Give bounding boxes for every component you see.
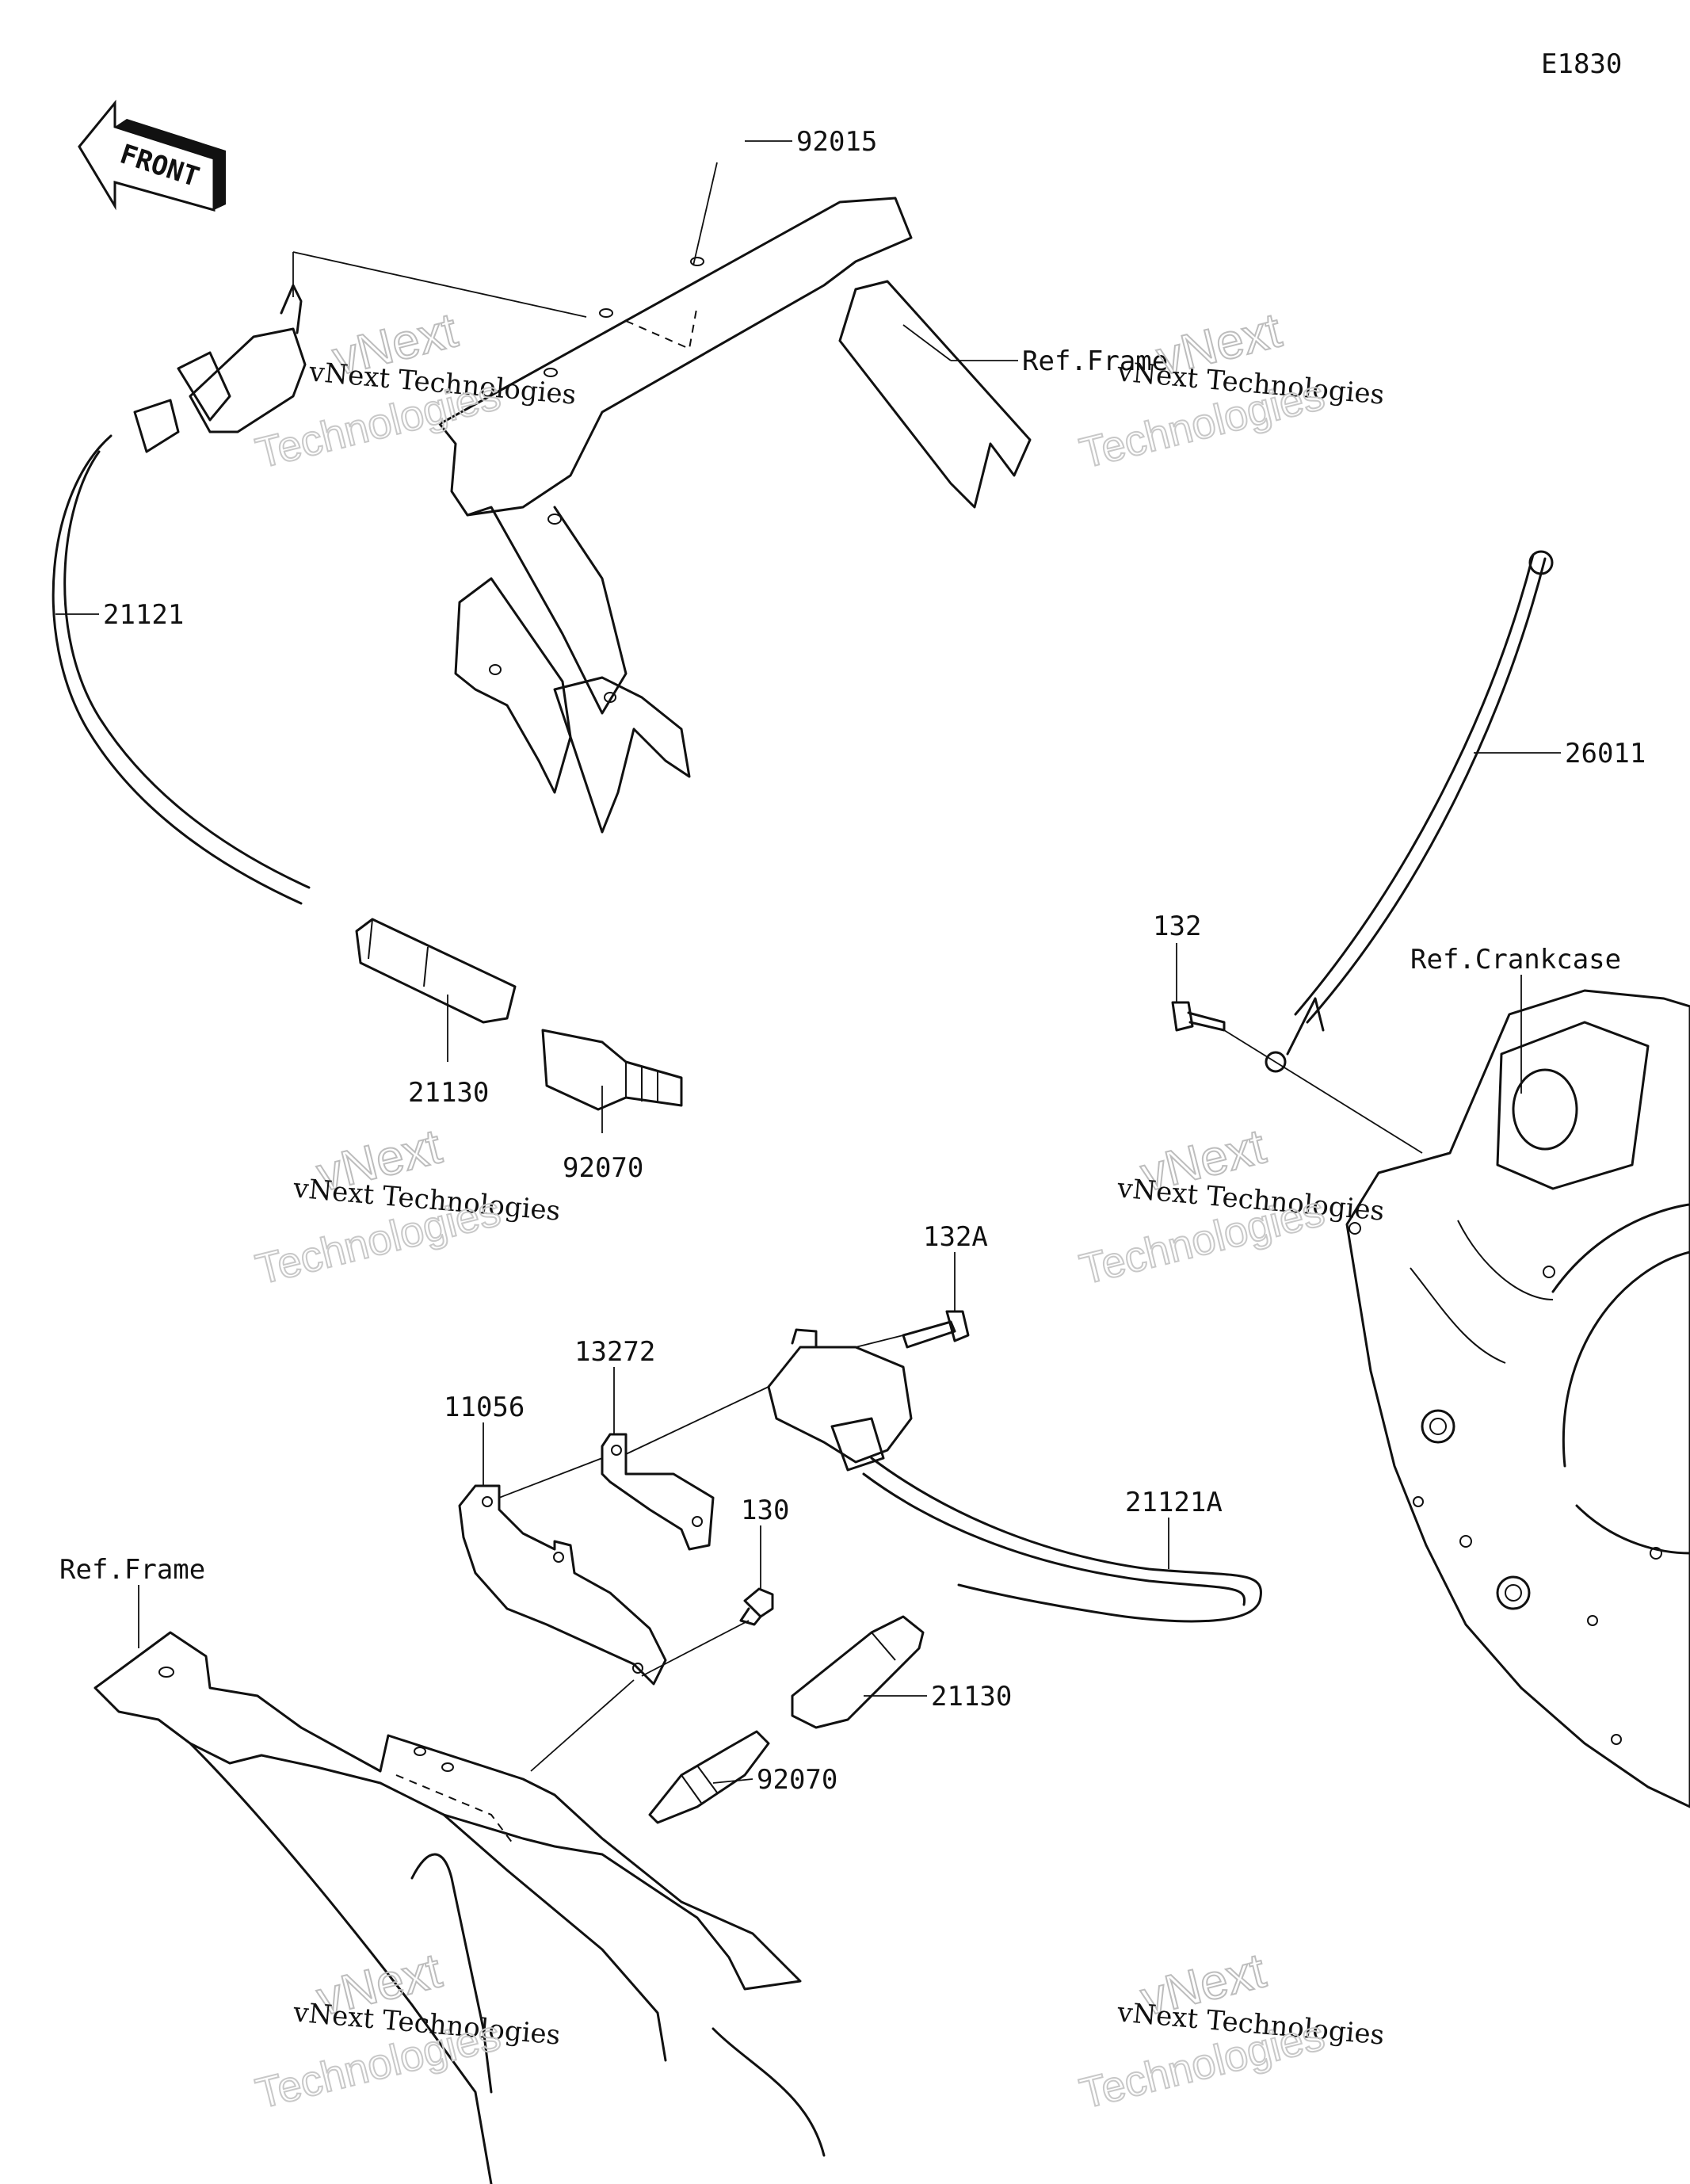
crankcase-drawing [1345,989,1690,1808]
bolt-130 [739,1587,774,1626]
bracket-11056 [458,1484,667,1686]
ignition-coil-lower [767,1328,913,1472]
watermark-middle-right: vNext vNext Technologies Technologies [1074,1118,1386,1294]
ht-lead-21121A [862,1457,1262,1623]
diagram-code: E1830 [1541,48,1622,80]
watermark-middle-left: vNext vNext Technologies Technologies [250,1118,562,1294]
label-21130-top: 21130 [408,1077,489,1109]
watermark-top-right: vNext vNext Technologies Technologies [1074,302,1386,478]
part-labels: 92015 Ref.Frame 21121 21130 92070 26011 … [59,126,1646,1796]
lower-frame-drawing [93,1631,826,2184]
bolt-132 [1171,1001,1226,1032]
spark-plug-92070-bottom [648,1730,770,1824]
watermark-bottom-left: vNext vNext Technologies Technologies [250,1942,562,2118]
label-132: 132 [1153,911,1201,942]
ground-cable-26011 [1265,550,1554,1073]
bolt-132A [902,1310,970,1349]
label-130: 130 [741,1495,789,1526]
label-92070-bottom: 92070 [757,1764,837,1796]
plug-cap-21130-top [355,918,517,1024]
label-21130-bottom: 21130 [931,1681,1012,1712]
watermark-bottom-right: vNext vNext Technologies Technologies [1074,1942,1386,2118]
label-92070-top: 92070 [563,1152,643,1184]
ignition-coil-upper [133,284,307,453]
label-11056: 11056 [444,1392,525,1423]
upper-frame-drawing [438,197,1032,834]
ht-lead-21121 [52,434,311,905]
front-arrow-icon: FRONT [78,99,226,212]
spark-plug-92070-top [541,1029,683,1111]
plug-cap-21130-bottom [791,1615,925,1729]
leader-lines [55,140,1561,1784]
bracket-13272 [601,1433,715,1551]
label-ref-frame-bottom: Ref.Frame [59,1554,205,1586]
label-ref-crankcase: Ref.Crankcase [1410,944,1621,976]
label-132A: 132A [923,1221,988,1253]
label-21121: 21121 [103,599,184,631]
label-21121A: 21121A [1125,1487,1223,1518]
label-92015: 92015 [796,126,877,158]
label-26011: 26011 [1565,738,1646,769]
watermark-top-left: vNext vNext Technologies Technologies [250,302,578,478]
label-13272: 13272 [574,1336,655,1368]
label-ref-frame-top: Ref.Frame [1022,346,1168,377]
